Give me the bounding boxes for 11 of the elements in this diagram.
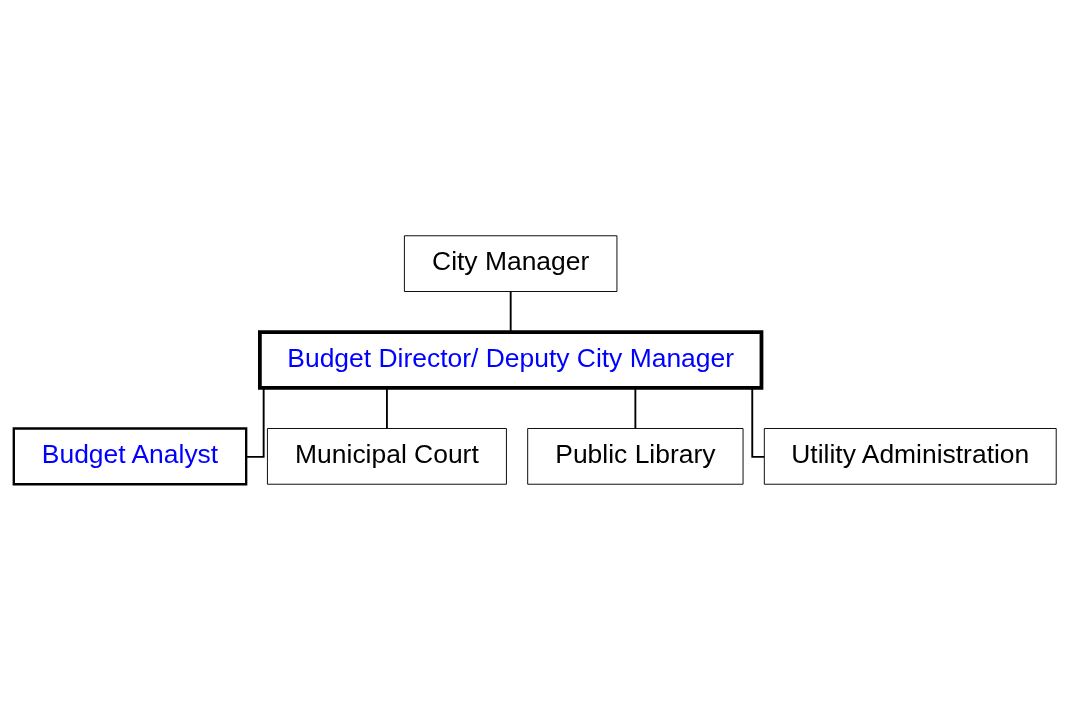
node-box: Municipal Court: [266, 427, 507, 485]
connector: [509, 290, 512, 333]
node-box: Budget Analyst: [12, 426, 248, 485]
node-box: Utility Administration: [763, 427, 1057, 485]
connector: [245, 386, 265, 458]
connector: [751, 386, 766, 458]
node-box: Public Library: [527, 427, 744, 485]
connector: [634, 386, 637, 429]
connector: [386, 386, 388, 429]
node-box: City Manager: [403, 234, 618, 292]
node-box: Budget Director/ Deputy City Manager: [258, 329, 764, 390]
